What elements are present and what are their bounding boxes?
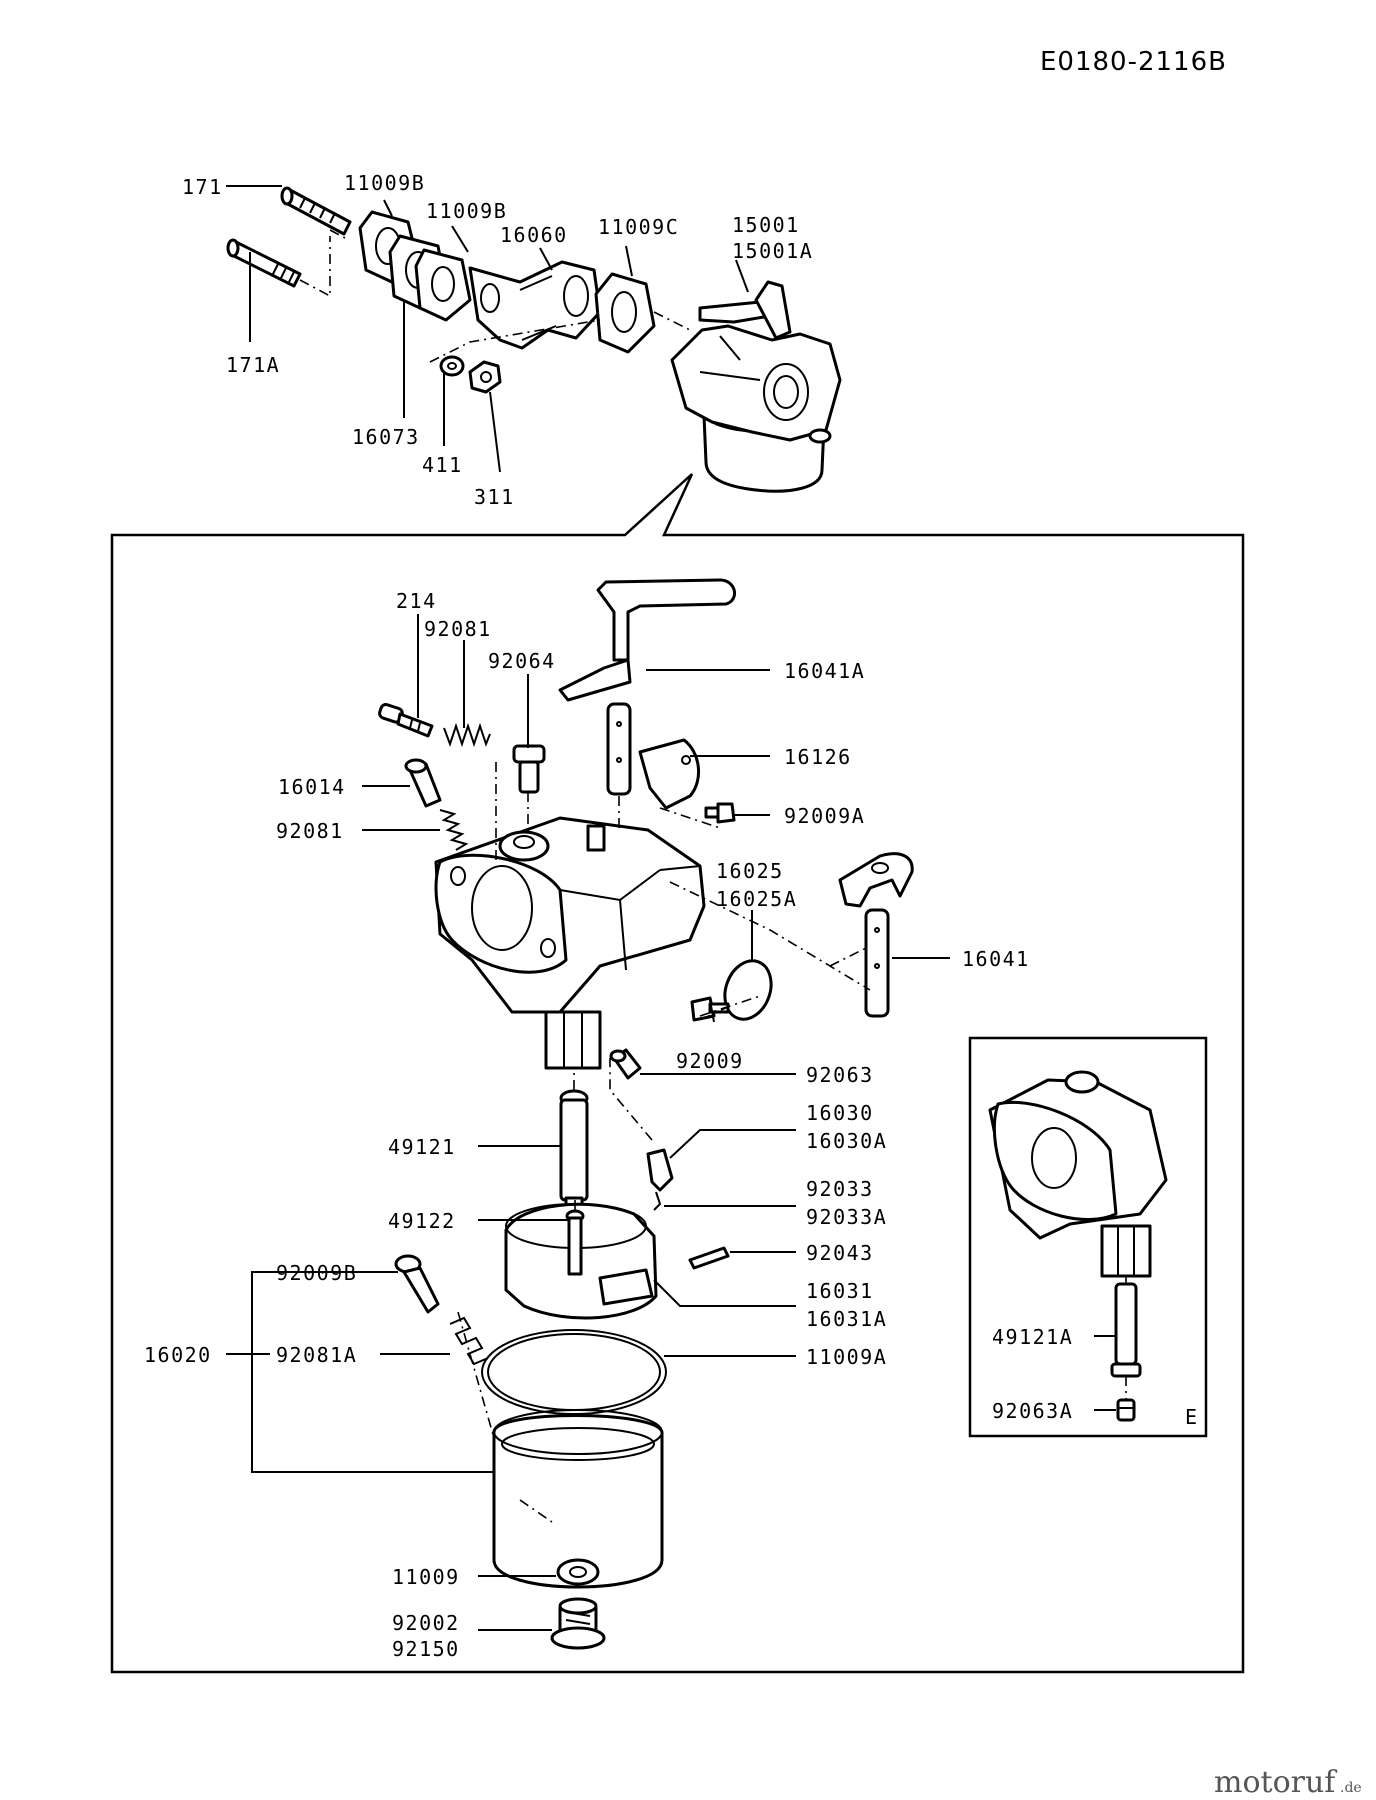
detail-frame	[110, 473, 1245, 1674]
screw-92009a	[704, 802, 736, 824]
washer-411	[439, 355, 465, 377]
label-16031: 16031	[806, 1279, 874, 1303]
clip-92033	[653, 1191, 662, 1211]
screw-92009b	[394, 1254, 440, 1314]
inset-label-e: E	[1185, 1405, 1199, 1429]
label-49122: 49122	[388, 1209, 456, 1233]
spring-92081-upper	[443, 722, 491, 748]
carburetor-15001	[670, 280, 842, 493]
label-171a: 171A	[226, 353, 280, 377]
label-16031a: 16031A	[806, 1307, 887, 1331]
gasket-11009c	[594, 272, 656, 354]
label-11009: 11009	[392, 1565, 460, 1589]
gasket-11009b-third	[414, 248, 472, 322]
intake-assembly	[226, 186, 842, 493]
float-pin-49122	[565, 1209, 585, 1276]
screw-214	[378, 703, 434, 738]
choke-plate-16126	[638, 738, 701, 810]
float-bowl-16020	[492, 1409, 664, 1589]
watermark: motoruf .de	[1214, 1765, 1362, 1800]
label-92009a: 92009A	[784, 804, 865, 828]
label-311: 311	[474, 485, 515, 509]
diagram-code: E0180-2116B	[1040, 47, 1227, 77]
label-16126: 16126	[784, 745, 852, 769]
leader-lines	[226, 185, 1116, 1631]
label-92081-top: 92081	[424, 617, 492, 641]
label-16073: 16073	[352, 425, 420, 449]
screw-92064	[512, 744, 546, 794]
label-171: 171	[182, 175, 223, 199]
main-jet-49121	[559, 1089, 589, 1214]
o-ring-11009a	[481, 1329, 667, 1415]
label-92033: 92033	[806, 1177, 874, 1201]
label-16030: 16030	[806, 1101, 874, 1125]
part-labels: 171 171A 11009B 11009B 16060 11009C 1500…	[144, 171, 1073, 1661]
inset-jet-49121a	[1110, 1282, 1142, 1378]
insulator-16060	[468, 260, 602, 350]
nut-311	[468, 360, 502, 394]
label-92009: 92009	[676, 1049, 744, 1073]
label-92063: 92063	[806, 1063, 874, 1087]
label-49121: 49121	[388, 1135, 456, 1159]
float-pin-92043	[688, 1246, 730, 1270]
label-15001a: 15001A	[732, 239, 813, 263]
label-92002: 92002	[392, 1611, 460, 1635]
throttle-lever-16041	[838, 852, 914, 1018]
label-15001: 15001	[732, 213, 800, 237]
watermark-brand: motoruf	[1214, 1765, 1337, 1800]
label-92063a: 92063A	[992, 1399, 1073, 1423]
label-16020: 16020	[144, 1343, 212, 1367]
inset-carburetor-body	[988, 1070, 1168, 1278]
stud-171a	[226, 238, 302, 288]
watermark-tld: .de	[1340, 1780, 1362, 1796]
label-16041a: 16041A	[784, 659, 865, 683]
label-16025: 16025	[716, 859, 784, 883]
label-92081-mid: 92081	[276, 819, 344, 843]
stud-171	[280, 186, 352, 236]
label-92081a: 92081A	[276, 1343, 357, 1367]
label-11009b-1: 11009B	[344, 171, 425, 195]
label-411: 411	[422, 453, 463, 477]
label-92043: 92043	[806, 1241, 874, 1265]
label-214: 214	[396, 589, 437, 613]
label-16041: 16041	[962, 947, 1030, 971]
label-92009b: 92009B	[276, 1261, 357, 1285]
label-92033a: 92033A	[806, 1205, 887, 1229]
label-11009a: 11009A	[806, 1345, 887, 1369]
drain-bolt-92002	[550, 1597, 606, 1650]
label-16014: 16014	[278, 775, 346, 799]
screw-92063	[609, 1048, 642, 1080]
screw-92009	[690, 996, 730, 1022]
label-11009b-2: 11009B	[426, 199, 507, 223]
label-49121a: 49121A	[992, 1325, 1073, 1349]
label-16060: 16060	[500, 223, 568, 247]
gasket-11009	[556, 1558, 600, 1586]
label-11009c: 11009C	[598, 215, 679, 239]
label-92064: 92064	[488, 649, 556, 673]
throttle-plate-16025	[723, 959, 773, 1021]
label-16030a: 16030A	[806, 1129, 887, 1153]
inset-screw-92063a	[1116, 1398, 1136, 1422]
screw-16014	[404, 758, 442, 808]
spring-92081a	[449, 1316, 489, 1366]
label-92150: 92150	[392, 1637, 460, 1661]
spring-92081-lower	[439, 809, 469, 851]
main-exploded-view	[378, 578, 914, 1650]
inset-e: E	[968, 1036, 1208, 1438]
label-16025a: 16025A	[716, 887, 797, 911]
inset-frame	[968, 1036, 1208, 1438]
choke-lever-16041a	[558, 578, 736, 796]
carburetor-body	[434, 816, 706, 1070]
float-needle-16030	[646, 1148, 674, 1192]
